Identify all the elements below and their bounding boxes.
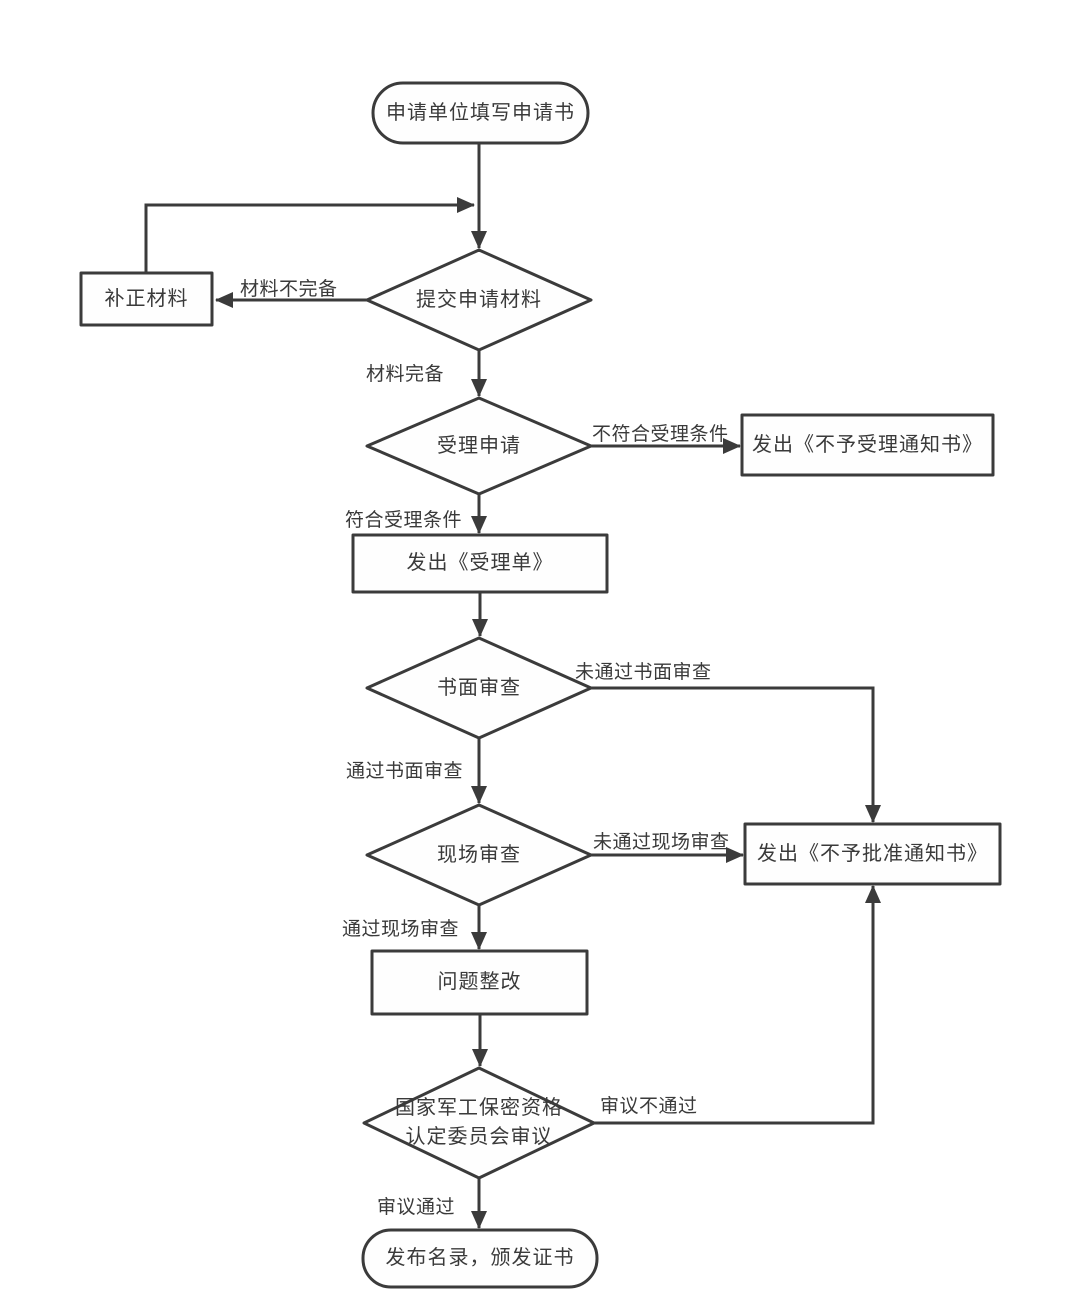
start-terminal-shape [371,81,590,145]
edge-supplement-loop-back [144,197,475,273]
edge-committee-to-notice-not-approved [594,885,881,1125]
end-terminal-shape [361,1228,599,1289]
notice-not-accepted-shape [740,413,995,477]
supplement-materials-shape [79,271,214,327]
notice-not-approved-shape [743,822,1002,886]
committee-review-decision-shape [362,1066,596,1180]
submit-materials-decision-shape [365,248,593,352]
rectification-shape [370,949,589,1016]
edge-written-review-to-notice-not-approved [591,686,881,823]
accept-application-decision-shape [365,396,593,496]
onsite-review-decision-shape [365,803,593,907]
issue-acceptance-form-shape [351,533,609,594]
written-review-decision-shape [365,636,593,740]
